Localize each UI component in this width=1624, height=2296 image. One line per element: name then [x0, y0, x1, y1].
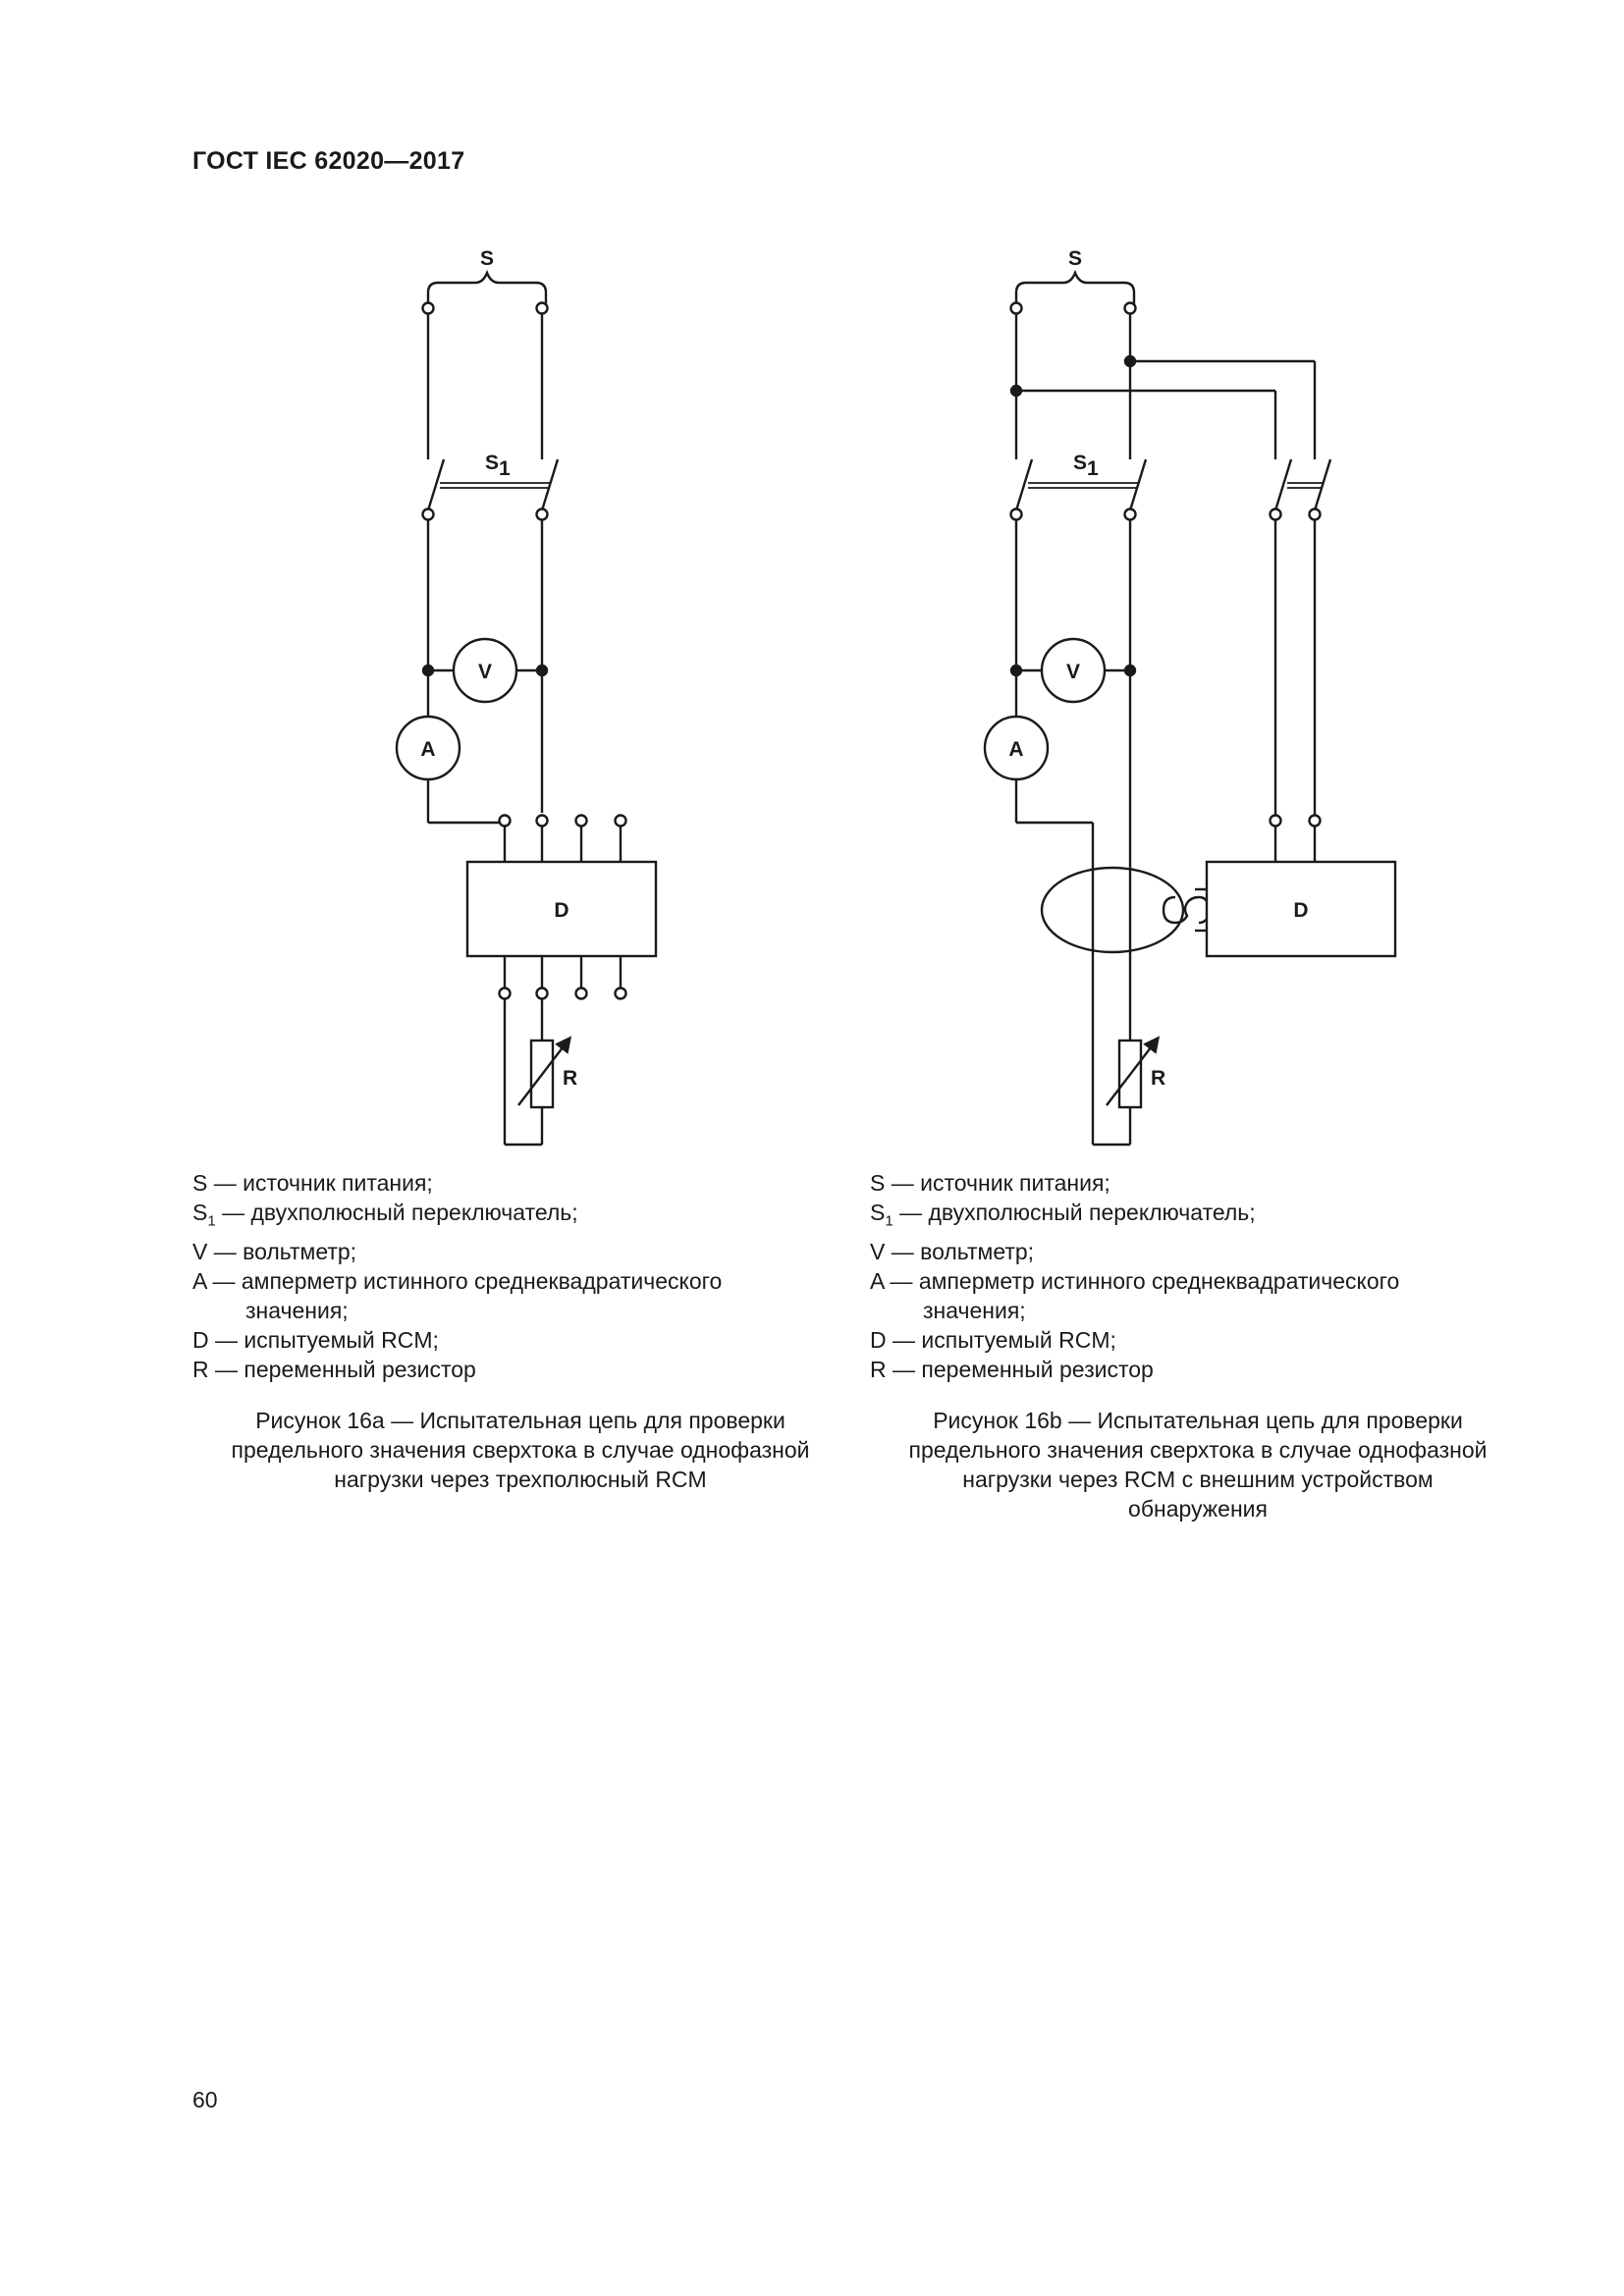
legend-item: S1 — двухполюсный переключатель; — [192, 1200, 578, 1230]
switch-label: S1 — [1073, 452, 1099, 480]
source-terminal — [1123, 301, 1137, 315]
rcm-terminal — [535, 814, 549, 828]
current-transformer-coil — [1162, 895, 1211, 925]
rcm-terminal — [614, 987, 627, 1000]
document-header: ГОСТ IEC 62020—2017 — [192, 147, 465, 175]
switch-terminal — [421, 507, 435, 521]
voltmeter-label: V — [478, 661, 492, 683]
caption-line: предельного значения сверхтока в случае … — [908, 1437, 1488, 1463]
switch-blade — [1313, 458, 1332, 511]
legend-item: R — переменный резистор — [192, 1356, 476, 1382]
switch-terminal — [535, 507, 549, 521]
variable-resistor-arrow — [1106, 1036, 1161, 1106]
legend-item-continuation: значения; — [923, 1297, 1026, 1323]
legend-item-continuation: значения; — [245, 1297, 349, 1323]
figure-16a-caption: Рисунок 16a — Испытательная цепь для про… — [196, 1406, 844, 1494]
source-brace — [426, 269, 548, 304]
legend-item: R — переменный резистор — [870, 1356, 1154, 1382]
caption-line: Рисунок 16a — Испытательная цепь для про… — [255, 1408, 785, 1433]
legend-item: V — вольтметр; — [192, 1238, 357, 1264]
switch-blade — [1128, 458, 1148, 511]
caption-line: предельного значения сверхтока в случае … — [231, 1437, 810, 1463]
rcm-under-test — [1205, 860, 1397, 958]
rcm-terminal — [1308, 814, 1322, 828]
rcm-terminal — [614, 814, 627, 828]
legend-item: V — вольтметр; — [870, 1238, 1035, 1264]
rcm-label: D — [554, 899, 568, 922]
switch-terminal — [1009, 507, 1023, 521]
legend-item: D — испытуемый RCM; — [870, 1326, 1116, 1353]
rcm-terminal — [535, 987, 549, 1000]
source-brace — [1014, 269, 1136, 304]
figure-16b-circuit-diagram: S S1 V A D R — [983, 247, 1397, 1147]
switch-terminal — [1269, 507, 1282, 521]
source-terminal — [1009, 301, 1023, 315]
rcm-terminal — [498, 814, 512, 828]
legend-item: S1 — двухполюсный переключатель; — [870, 1200, 1256, 1230]
figure-16a-legend: S — источник питания; S1 — двухполюсный … — [192, 1168, 722, 1384]
legend-item: S — источник питания; — [192, 1170, 433, 1196]
switch-blade — [1273, 458, 1293, 511]
figure-16b-caption: Рисунок 16b — Испытательная цепь для про… — [874, 1406, 1522, 1523]
ammeter-label: A — [420, 738, 435, 761]
source-terminal — [421, 301, 435, 315]
source-label: S — [1068, 247, 1082, 270]
voltmeter — [1040, 637, 1107, 704]
rcm-under-test — [465, 860, 658, 958]
caption-line: Рисунок 16b — Испытательная цепь для про… — [933, 1408, 1463, 1433]
rcm-label: D — [1293, 899, 1308, 922]
switch-terminal — [1308, 507, 1322, 521]
resistor-label: R — [563, 1067, 577, 1090]
page-number: 60 — [192, 2087, 218, 2112]
ammeter-label: A — [1008, 738, 1023, 761]
voltmeter-label: V — [1066, 661, 1080, 683]
rcm-terminal — [498, 987, 512, 1000]
resistor-label: R — [1151, 1067, 1165, 1090]
current-transformer-core — [1040, 866, 1185, 954]
legend-item: A — амперметр истинного среднеквадратиче… — [192, 1267, 723, 1294]
caption-line: обнаружения — [1128, 1496, 1268, 1522]
switch-blade — [1014, 458, 1034, 511]
variable-resistor-arrow — [517, 1036, 572, 1106]
caption-line: нагрузки через RCM с внешним устройством — [962, 1467, 1434, 1492]
source-label: S — [480, 247, 494, 270]
voltmeter — [452, 637, 518, 704]
legend-item: D — испытуемый RCM; — [192, 1326, 439, 1353]
figure-16b-legend: S — источник питания; S1 — двухполюсный … — [870, 1168, 1399, 1384]
switch-blade — [540, 458, 560, 511]
switch-terminal — [1123, 507, 1137, 521]
rcm-terminal — [1269, 814, 1282, 828]
switch-label: S1 — [485, 452, 511, 480]
legend-item: S — источник питания; — [870, 1170, 1110, 1196]
rcm-terminal — [574, 814, 588, 828]
legend-item: A — амперметр истинного среднеквадратиче… — [870, 1267, 1400, 1294]
source-terminal — [535, 301, 549, 315]
switch-blade — [426, 458, 446, 511]
rcm-terminal — [574, 987, 588, 1000]
figure-16a-circuit-diagram: S S1 V A D R — [395, 247, 658, 1147]
caption-line: нагрузки через трехполюсный RCM — [334, 1467, 707, 1492]
